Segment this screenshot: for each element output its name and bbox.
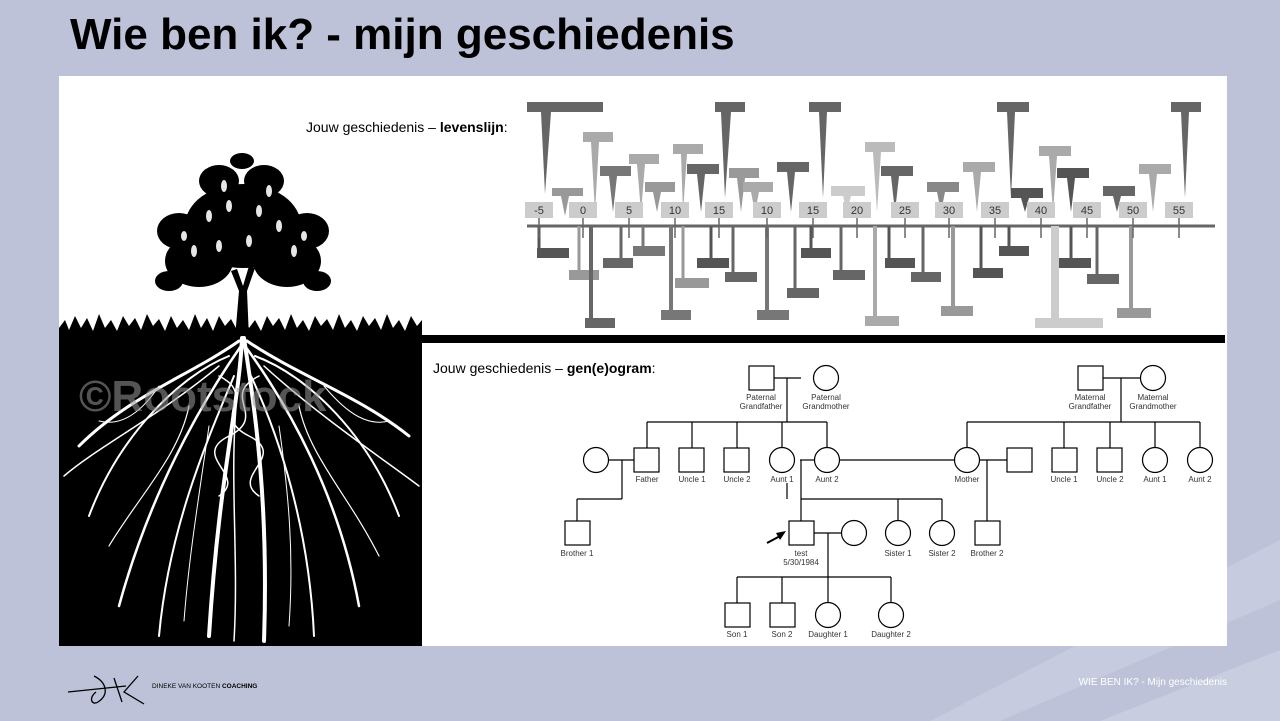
maternal-aunt1-symbol [1141,446,1169,474]
genogram-label-brother1: Brother 1 [561,549,594,558]
section-divider [422,335,1225,343]
test-person-symbol [788,520,815,546]
genogram-label-daughter1: Daughter 1 [808,630,848,639]
maternal-uncle2-symbol [1096,447,1123,473]
lifeline-tick: 5 [615,202,643,238]
lifeline-tick-label: 30 [943,205,955,217]
lifeline-tick: 15 [705,202,733,238]
lifeline-tick-label: 20 [851,205,863,217]
genogram-label-brother2: Brother 2 [971,549,1004,558]
lifeline-tick-label: 35 [989,205,1001,217]
lifeline-tick: 25 [891,202,919,238]
lifeline-tick-label: 40 [1035,205,1047,217]
lifeline-tick-label: 10 [761,205,773,217]
lifeline-tick: 10 [753,202,781,238]
second-partner-symbol [1006,447,1033,473]
lifeline-tick-label: 55 [1173,205,1185,217]
lifeline-tick-label: 45 [1081,205,1093,217]
maternal-uncle1-symbol [1051,447,1078,473]
genogram-label-m-aunt2: Aunt 2 [1188,475,1212,484]
genogram-label-daughter2: Daughter 2 [871,630,911,639]
logo-text-bold: COACHING [222,683,257,690]
lifeline-tick: 50 [1119,202,1147,238]
genogram-label-son2: Son 2 [772,630,793,639]
lifeline-tick: 40 [1027,202,1055,238]
logo-text: DINEKE VAN KOOTEN [152,683,222,690]
genogram-label-sister1: Sister 1 [884,549,912,558]
dk-logo: DINEKE VAN KOOTEN COACHING [67,675,257,705]
maternal-aunt2-symbol [1186,446,1214,474]
paternal-grandfather-symbol [748,365,775,391]
lifeline-tick-label: 5 [626,205,632,217]
paternal-aunt1-symbol [768,446,796,474]
lifeline-flags-above [527,102,1201,216]
genogram-label-father: Father [635,475,658,484]
lifeline-tick-label: 15 [807,205,819,217]
lifeline-tick-label: -5 [534,205,544,217]
lifeline-tick: 45 [1073,202,1101,238]
genogram-label-m-uncle2: Uncle 2 [1096,475,1124,484]
genogram-label-sister2: Sister 2 [928,549,956,558]
first-partner-symbol [582,446,610,474]
daughter1-symbol [814,601,842,629]
lifeline-tick: 15 [799,202,827,238]
lifeline-tick-label: 25 [899,205,911,217]
lifeline-tick: -5 [525,202,553,238]
mother-symbol [953,446,981,474]
sister1-symbol [884,519,912,547]
maternal-grandmother-symbol [1139,364,1167,392]
svg-text:DINEKE VAN KOOTEN COACHING: DINEKE VAN KOOTEN COACHING [152,683,257,690]
lifeline-tick: 0 [569,202,597,238]
lifeline-ticks: -5 0 5 10 15 10 15 20 25 30 35 40 45 50 55 [525,202,1193,238]
lifeline-tick-label: 15 [713,205,725,217]
genogram-label-mother: Mother [955,475,980,484]
genogram-label-m-aunt1: Aunt 1 [1143,475,1167,484]
genogram-caption: Jouw geschiedenis – gen(e)ogram: [433,360,656,376]
spouse-symbol [840,519,868,547]
lifeline-tick-label: 0 [580,205,586,217]
lifeline-tick: 35 [981,202,1009,238]
sister2-symbol [928,519,956,547]
lifeline-diagram: -5 0 5 10 15 10 15 20 25 30 35 40 45 50 55 [525,102,1215,328]
content-panel: ©Rootstock Jouw geschiedenis – levenslij… [59,76,1227,646]
lifeline-tick: 30 [935,202,963,238]
watermark-text: ©Rootstock [79,372,327,421]
son2-symbol [769,602,796,628]
lifeline-flags-below [537,226,1151,328]
lifeline-caption: Jouw geschiedenis – levenslijn: [306,119,508,135]
maternal-grandfather-symbol [1077,365,1104,391]
arrow-icon [766,531,786,544]
genogram-label-p-aunt2: Aunt 2 [815,475,839,484]
lifeline-tick: 55 [1165,202,1193,238]
genogram-label-p-uncle2: Uncle 2 [723,475,751,484]
lifeline-tick-label: 10 [669,205,681,217]
tree-roots-image: ©Rootstock [59,153,422,646]
footer-title: WIE BEN IK? - Mijn geschiedenis [1078,677,1227,688]
lifeline-tick-label: 50 [1127,205,1139,217]
genogram-label-p-uncle1: Uncle 1 [678,475,706,484]
genogram-label-m-uncle1: Uncle 1 [1050,475,1078,484]
paternal-grandmother-symbol [812,364,840,392]
father-symbol [633,447,660,473]
son1-symbol [724,602,751,628]
daughter2-symbol [877,601,905,629]
genogram-label-son1: Son 1 [727,630,748,639]
lifeline-tick: 20 [843,202,871,238]
paternal-aunt2-symbol [813,446,841,474]
paternal-uncle1-symbol [678,447,705,473]
genogram-label-p-aunt1: Aunt 1 [770,475,794,484]
slide-title: Wie ben ik? - mijn geschiedenis [70,10,735,59]
lifeline-tick: 10 [661,202,689,238]
paternal-uncle2-symbol [723,447,750,473]
brother2-symbol [974,520,1001,546]
brother1-symbol [564,520,591,546]
